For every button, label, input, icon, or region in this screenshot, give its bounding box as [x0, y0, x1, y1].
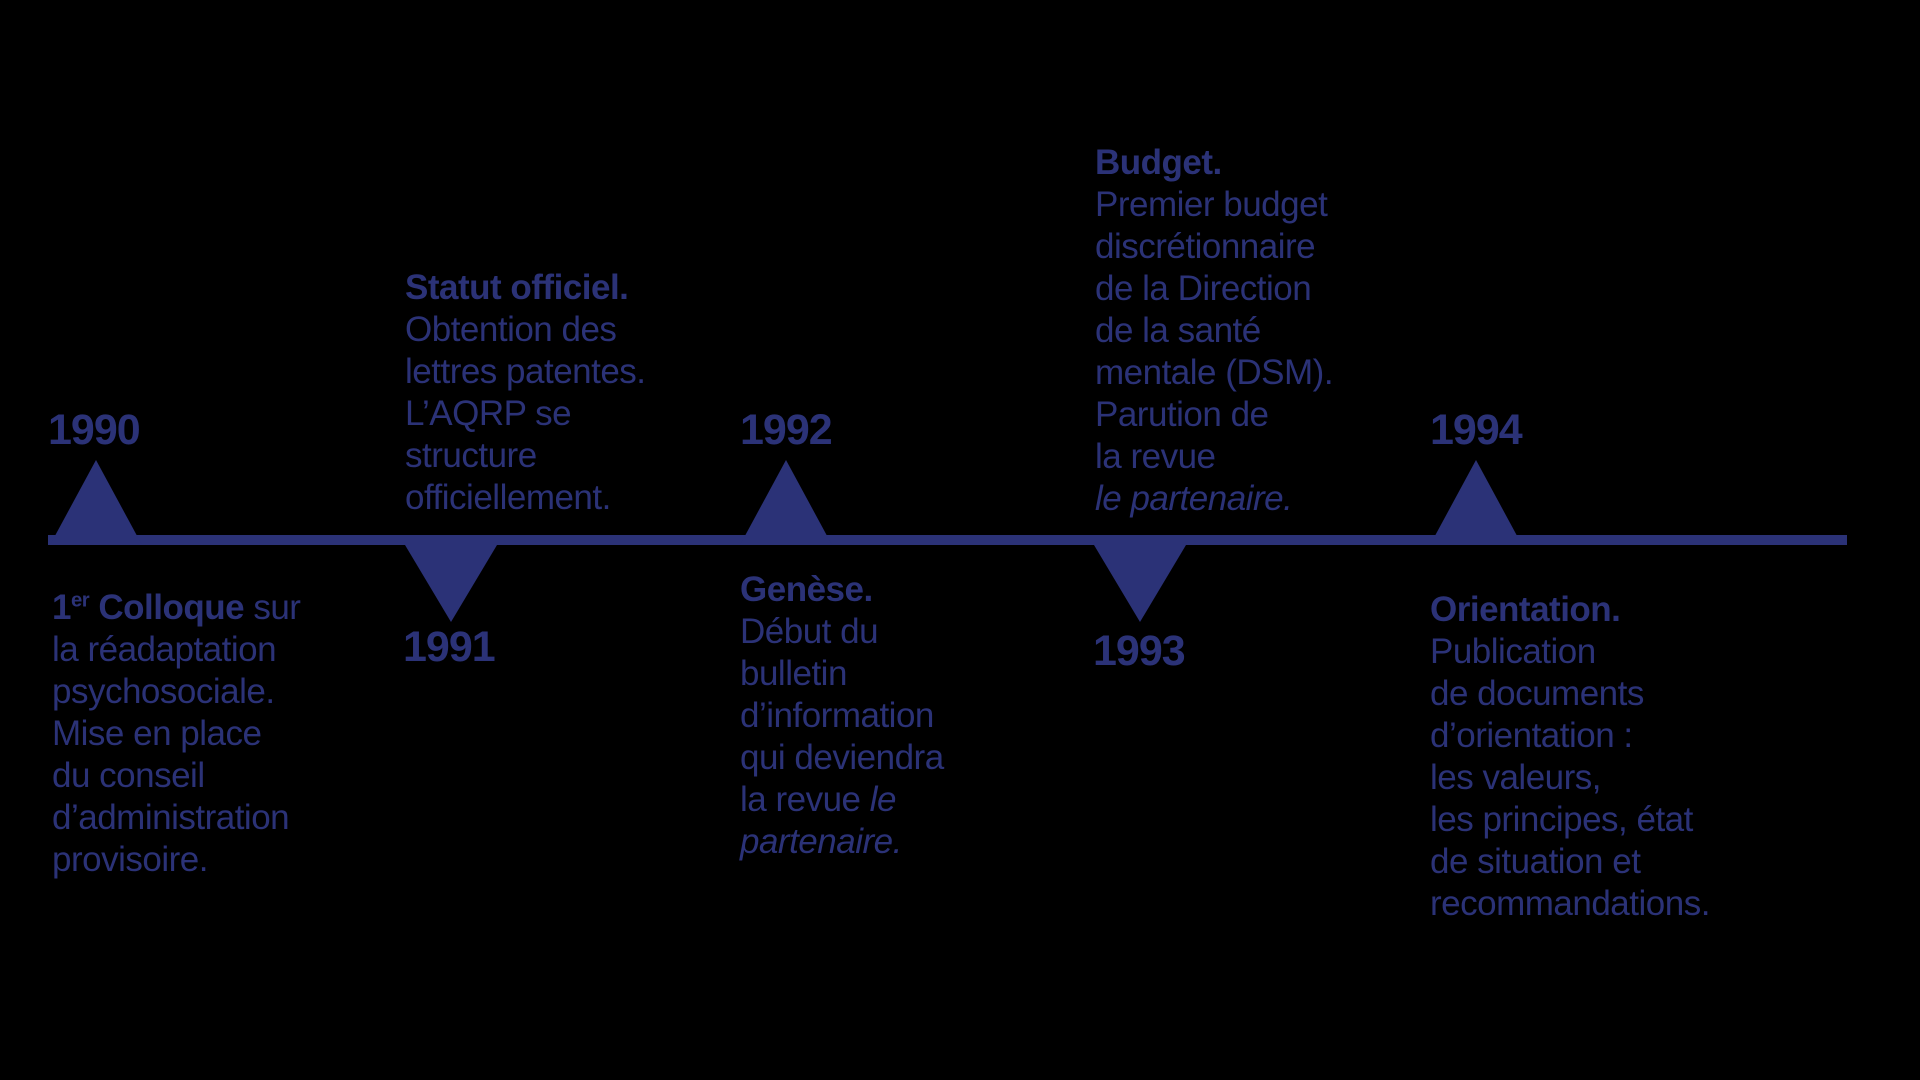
- year-label-1991: 1991: [403, 623, 496, 671]
- event-text-1994: Orientation. Publication de documents d’…: [1430, 589, 1890, 925]
- text-run-italic: le: [869, 780, 897, 819]
- event-text-1991: Statut officiel. Obtention des lettres p…: [405, 267, 825, 519]
- text-line: d’orientation :: [1430, 716, 1633, 755]
- text-line: de la Direction: [1095, 269, 1312, 308]
- year-label-1990: 1990: [48, 406, 141, 454]
- text-line: discrétionnaire: [1095, 227, 1316, 266]
- text-line: les valeurs,: [1430, 758, 1602, 797]
- text-line: du conseil: [52, 756, 205, 795]
- text-run: Colloque: [89, 588, 245, 627]
- text-line: Parution de: [1095, 395, 1269, 434]
- text-line: la réadaptation: [52, 630, 277, 669]
- marker-down-1993-icon: [1094, 545, 1186, 622]
- text-line: mentale (DSM).: [1095, 353, 1334, 392]
- text-line: Premier budget: [1095, 185, 1328, 224]
- text-line: d’information: [740, 696, 934, 735]
- text-line-title: Orientation.: [1430, 590, 1621, 629]
- text-line-italic: le partenaire.: [1095, 479, 1293, 518]
- text-line-title: Budget.: [1095, 143, 1222, 182]
- text-run: la revue: [740, 780, 870, 819]
- text-line: recommandations.: [1430, 884, 1710, 923]
- text-line: officiellement.: [405, 478, 611, 517]
- text-line: bulletin: [740, 654, 847, 693]
- marker-up-1992-icon: [740, 460, 832, 545]
- year-label-1993: 1993: [1093, 627, 1186, 675]
- text-run: 1: [52, 588, 71, 627]
- marker-down-1991-icon: [405, 545, 497, 622]
- text-line: la revue le: [740, 779, 1160, 821]
- year-label-1992: 1992: [740, 406, 833, 454]
- text-line: psychosociale.: [52, 672, 275, 711]
- text-line: structure: [405, 436, 537, 475]
- text-line: Mise en place: [52, 714, 262, 753]
- text-line: d’administration: [52, 798, 290, 837]
- text-line-title: Statut officiel.: [405, 268, 629, 307]
- text-run-superscript: er: [70, 589, 90, 612]
- text-line: qui deviendra: [740, 738, 944, 777]
- year-label-1994: 1994: [1430, 406, 1523, 454]
- text-line: la revue: [1095, 437, 1216, 476]
- text-line: lettres patentes.: [405, 352, 646, 391]
- text-line: de la santé: [1095, 311, 1261, 350]
- text-line: Obtention des: [405, 310, 617, 349]
- text-run: sur: [244, 588, 301, 627]
- event-text-1993: Budget. Premier budget discrétionnaire d…: [1095, 142, 1515, 520]
- text-line-italic: partenaire.: [740, 822, 902, 861]
- marker-up-1994-icon: [1430, 460, 1522, 545]
- text-line: 1er Colloque sur: [52, 587, 472, 629]
- text-line: de situation et: [1430, 842, 1641, 881]
- text-line: de documents: [1430, 674, 1644, 713]
- event-text-1990: 1er Colloque sur la réadaptation psychos…: [52, 587, 472, 881]
- text-line-title: Genèse.: [740, 570, 873, 609]
- text-line: L’AQRP se: [405, 394, 572, 433]
- marker-up-1990-icon: [50, 460, 142, 545]
- text-line: provisoire.: [52, 840, 208, 879]
- text-line: Publication: [1430, 632, 1596, 671]
- event-text-1992: Genèse. Début du bulletin d’information …: [740, 569, 1160, 863]
- timeline-axis: [48, 535, 1847, 545]
- text-line: les principes, état: [1430, 800, 1693, 839]
- text-line: Début du: [740, 612, 879, 651]
